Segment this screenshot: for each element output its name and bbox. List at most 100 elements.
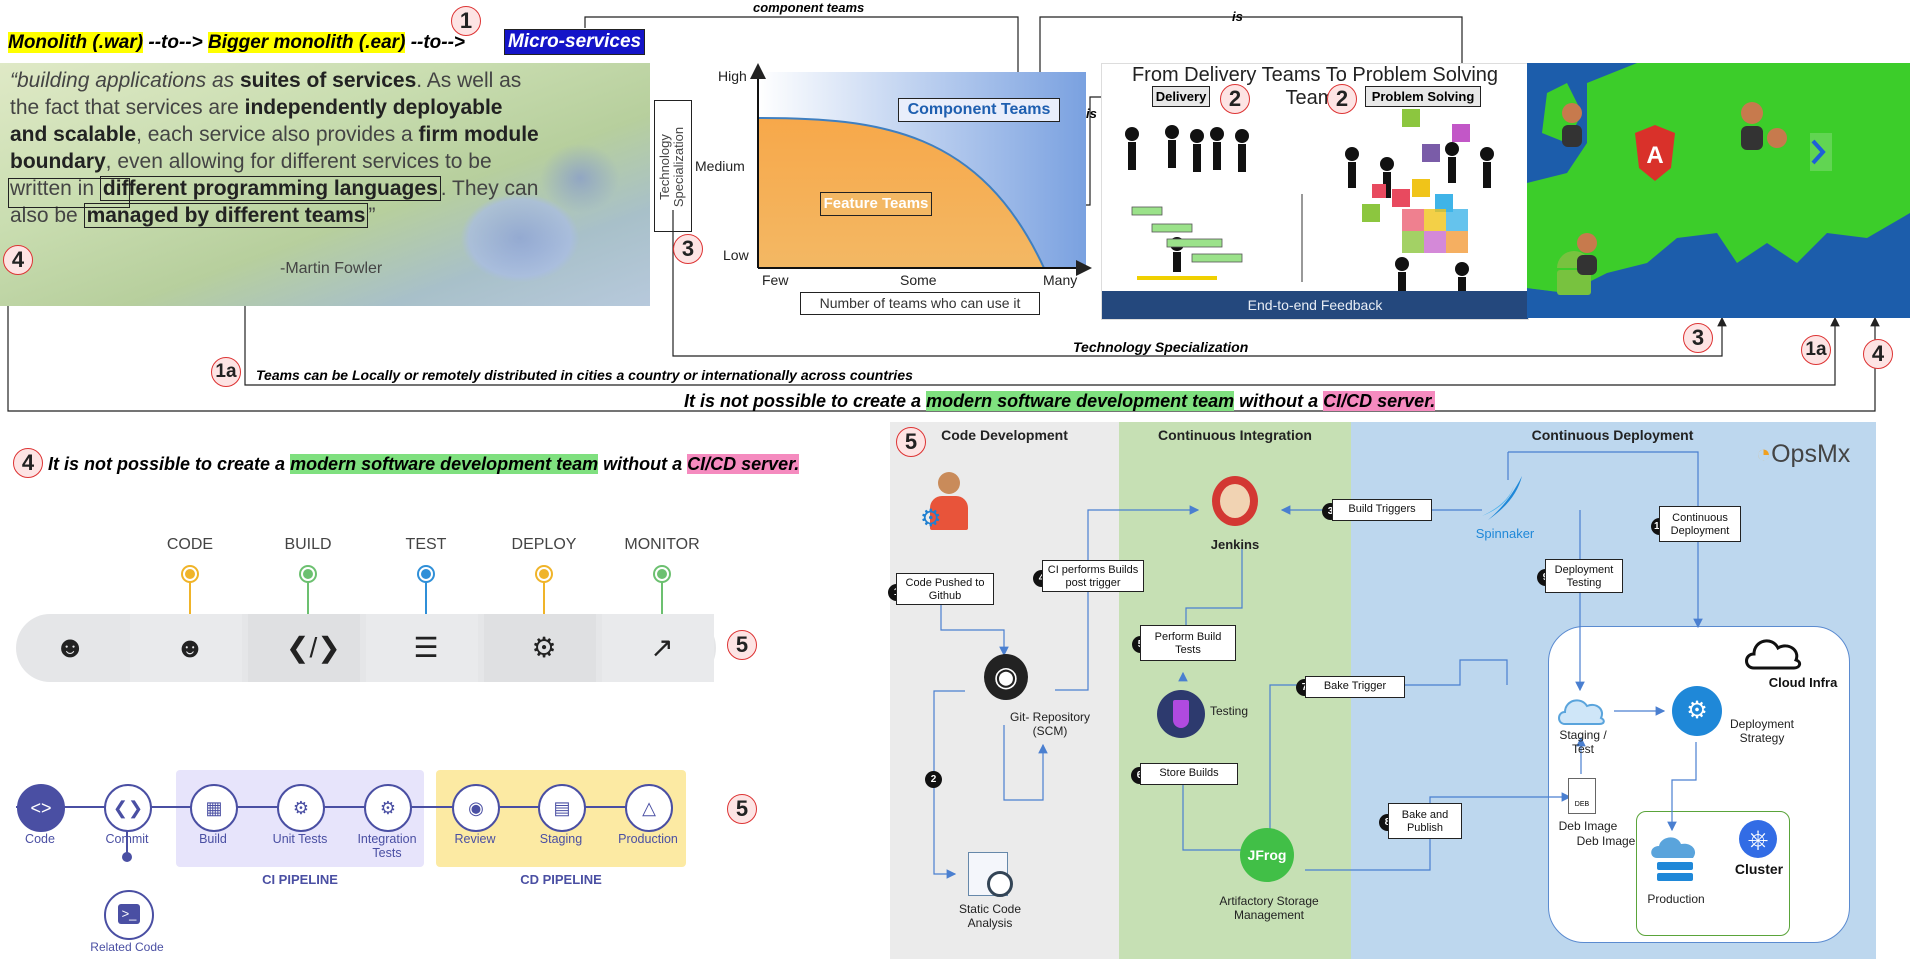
perform-build-tests-box: Perform Build Tests (1140, 625, 1236, 661)
xtick-many: Many (1043, 272, 1078, 288)
bake-trigger-box: Bake Trigger (1305, 676, 1405, 698)
col-ci-title: Continuous Integration (1158, 427, 1312, 443)
deployment-testing-box: Deployment Testing (1545, 559, 1623, 593)
continuous-deployment-box: Continuous Deployment (1659, 506, 1741, 542)
opsmx-logo: ◔OpsMx (1756, 440, 1851, 468)
cicd-statement-lower: It is not possible to create a modern so… (48, 454, 800, 474)
deb-image-label-2: Deb Image (1576, 834, 1636, 848)
related-line (126, 828, 128, 858)
step-1a-badge-map: 1a (1801, 335, 1831, 365)
monolith-label: Monolith (.war) (8, 32, 144, 53)
spinnaker-label: Spinnaker (1475, 526, 1535, 541)
pipeline-node-production: △ (625, 784, 673, 832)
deb-image-label-1: Deb Image (1558, 819, 1618, 833)
stage-segment (248, 614, 360, 682)
developer-person-icon: ☻ (54, 631, 86, 664)
step-4-badge-lower: 4 (13, 448, 43, 478)
stage-dot (655, 567, 669, 581)
ci-pipeline-label: CI PIPELINE (262, 872, 338, 887)
jenkins-label: Jenkins (1210, 537, 1260, 552)
map-landmass: A (1527, 63, 1910, 295)
rocket-icon: ⚙ (531, 632, 557, 663)
deployment-strategy-label: Deployment Strategy (1729, 717, 1795, 745)
xtick-some: Some (900, 272, 937, 288)
cluster-label: Cluster (1734, 861, 1784, 877)
step-4-badge-left: 4 (3, 245, 33, 275)
code-window-icon: ☻ (175, 632, 205, 663)
pipeline-node-build: ▦ (190, 784, 238, 832)
col-cd-title: Continuous Deployment (1531, 427, 1694, 443)
quote-bracket (8, 178, 130, 208)
to-arrow-1: --to--> (148, 32, 203, 53)
spec-xlabel: Number of teams who can use it (800, 292, 1040, 315)
stage-label-deploy: DEPLOY (511, 536, 577, 553)
staging-server-icon (1557, 694, 1605, 734)
artifactory-label: Artifactory Storage Management (1219, 894, 1319, 922)
pipeline-label: Integration Tests (357, 832, 417, 860)
svg-text:A: A (1646, 142, 1663, 169)
stage-connector (661, 581, 663, 614)
jenkins-icon (1212, 476, 1258, 526)
related-code-label: Related Code (90, 940, 164, 954)
developer-icon: ⚙ (920, 472, 972, 536)
col-code-dev-title: Code Development (941, 427, 1068, 443)
terminal-icon: >_ (118, 904, 140, 924)
tech-spec-ylabel-box: Technology Specialization (654, 100, 692, 232)
to-arrow-2: --to--> (410, 32, 466, 53)
quote-author: -Martin Fowler (280, 260, 383, 277)
pipeline-node-commit: ❮❯ (104, 784, 152, 832)
code-pushed-box: Code Pushed to Github (896, 573, 994, 605)
pipeline-label: Build (199, 832, 227, 846)
tech-spec-connector-label: Technology Specialization (1073, 339, 1249, 355)
step-5-badge-pipeline: 5 (727, 794, 757, 824)
stage-dot (183, 567, 197, 581)
pipeline-label: Code (25, 832, 55, 846)
delivery-box: Delivery (1152, 86, 1210, 107)
pipeline-label: Production (618, 832, 678, 846)
component-teams-box: Component Teams (898, 98, 1060, 122)
ci-performs-builds-box: CI performs Builds post trigger (1042, 560, 1144, 592)
step-5-badge-stages: 5 (727, 630, 757, 660)
pipeline-label: Commit (105, 832, 149, 846)
stage-dot (419, 567, 433, 581)
quote-panel: “building applications as suites of serv… (0, 63, 650, 306)
stage-connector (543, 581, 545, 614)
pipeline-node-integration-tests: ⚙ (364, 784, 412, 832)
related-dot (122, 852, 132, 862)
step-2-badge-delivery: 2 (1220, 84, 1250, 114)
step-5-badge-cicd: 5 (896, 427, 926, 457)
cicd-statement-top: It is not possible to create a modern so… (684, 391, 1436, 411)
is-link-label: is (1232, 9, 1243, 24)
pipeline-node-unit-tests: ⚙ (277, 784, 325, 832)
staging-label: Staging / Test (1559, 728, 1607, 756)
step-4-badge-map: 4 (1863, 339, 1893, 369)
deb-image-icon: DEB (1568, 778, 1596, 814)
analytics-icon: ↗ (650, 632, 674, 663)
feature-teams-box: Feature Teams (820, 192, 932, 216)
stage-segment (130, 614, 242, 682)
distributed-teams-label: Teams can be Locally or remotely distrib… (256, 367, 913, 383)
production-label: Production (1647, 892, 1705, 906)
gear-cycle-icon: ☰ (413, 632, 439, 663)
build-triggers-box: Build Triggers (1332, 499, 1432, 521)
team-figures (1125, 109, 1494, 299)
micro-services-label: Micro-services (502, 28, 647, 56)
pipeline-node-staging: ▤ (538, 784, 586, 832)
stage-label-code: CODE (166, 536, 214, 553)
github-octocat-icon: ◉ (984, 654, 1028, 700)
step-2-badge-problem: 2 (1327, 84, 1357, 114)
bake-publish-box: Bake and Publish (1388, 803, 1462, 839)
pipeline-node-code: <> (17, 784, 65, 832)
component-teams-link-label: component teams (753, 0, 865, 15)
stage-segment (602, 614, 714, 682)
step-3-badge-chart: 3 (673, 234, 703, 264)
pipeline-label: Staging (539, 832, 583, 846)
testing-flask-icon (1157, 690, 1205, 738)
pipeline-line (16, 806, 672, 808)
cloud-infra-label: Cloud Infra (1768, 675, 1838, 690)
testing-label: Testing (1210, 704, 1249, 718)
stage-dot (301, 567, 315, 581)
spinnaker-icon (1478, 476, 1532, 522)
cloud-icon (1742, 632, 1802, 672)
deployment-strategy-icon: ⚙ (1672, 686, 1722, 736)
